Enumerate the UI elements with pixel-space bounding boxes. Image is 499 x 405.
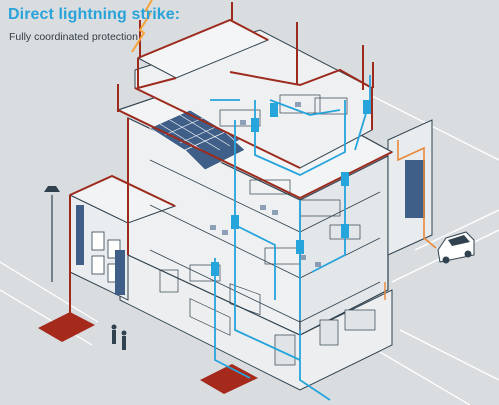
page-title: Direct lightning strike: (8, 6, 180, 24)
right-wing-windows (405, 160, 425, 218)
page-subtitle: Fully coordinated protection (9, 31, 138, 43)
annex-side-window (115, 250, 125, 295)
annex-window-blue (76, 205, 84, 265)
